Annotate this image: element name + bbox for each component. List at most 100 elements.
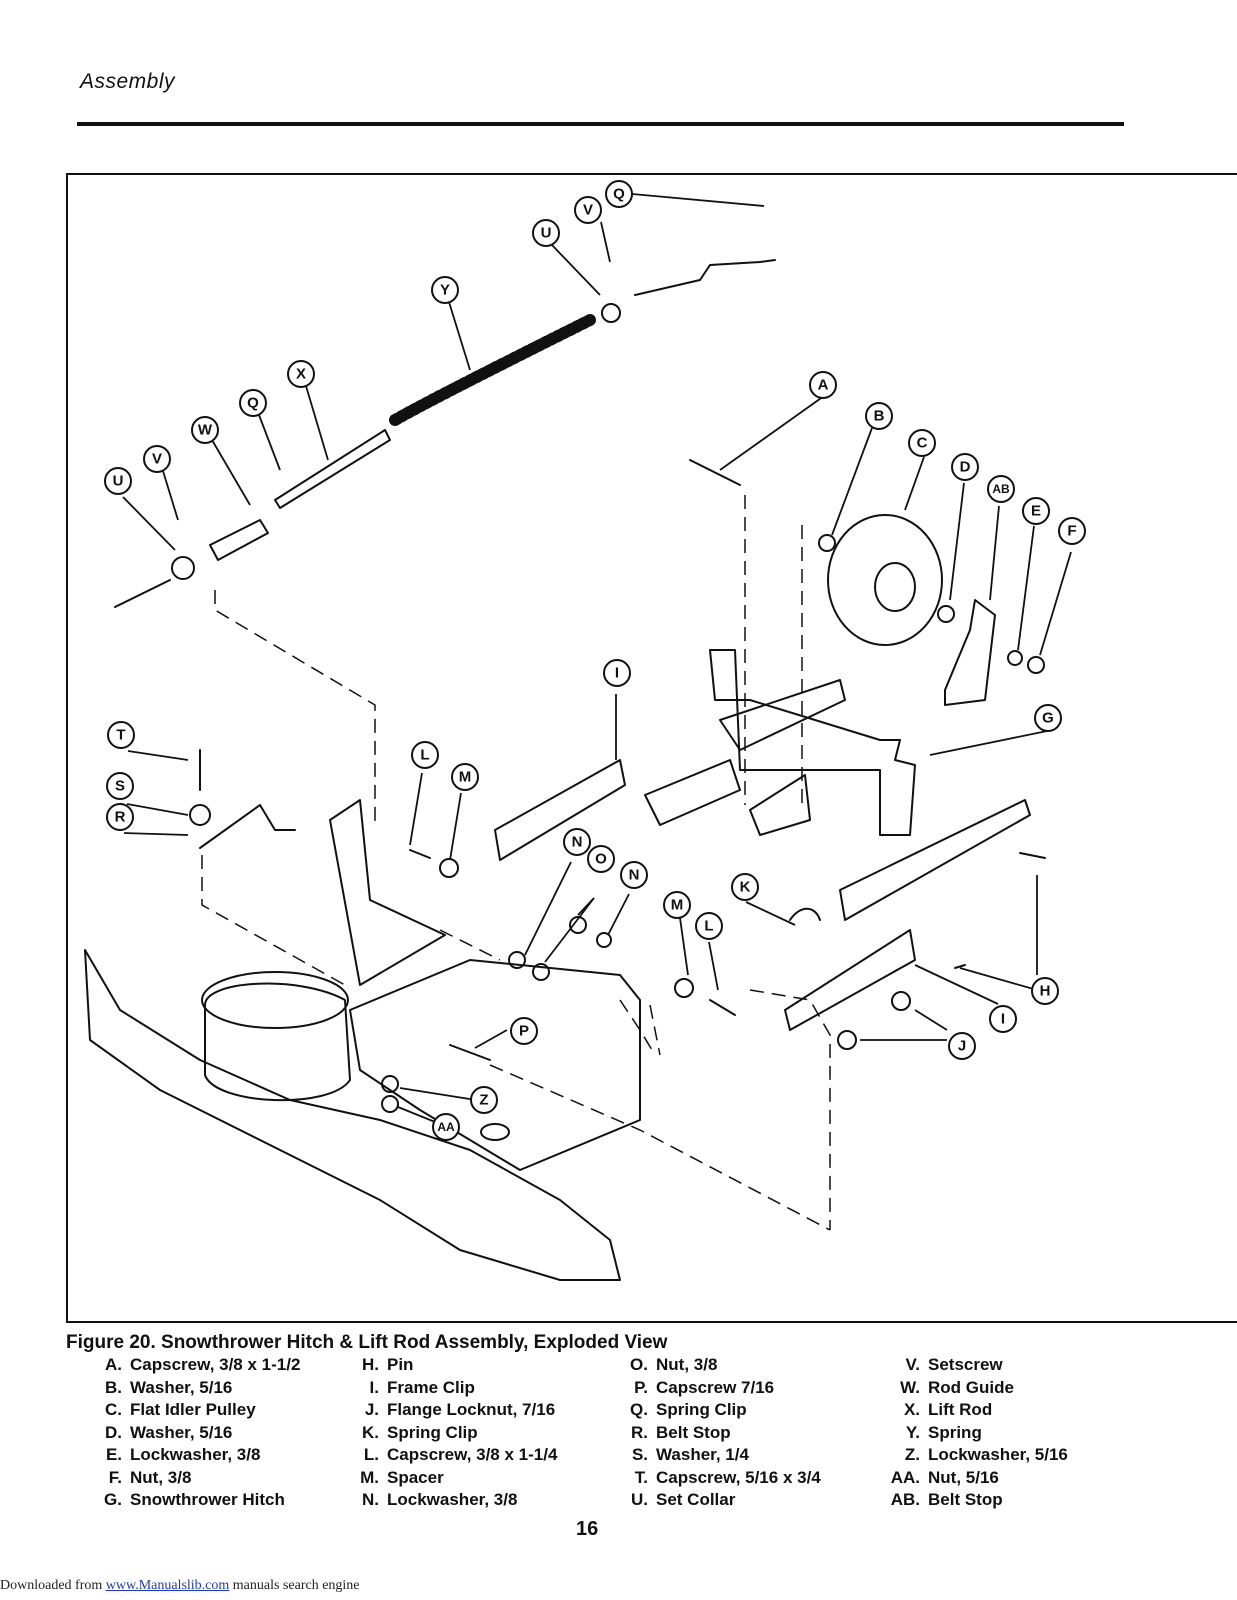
- hitch-upper-plate: [719, 679, 846, 751]
- legend-item: G.Snowthrower Hitch: [104, 1490, 285, 1509]
- hitch-frame: [709, 649, 916, 836]
- svg-text:I: I: [1001, 1011, 1005, 1028]
- chute-opening: [201, 971, 349, 1029]
- legend-col-1: A.Capscrew, 3/8 x 1-1/2 B.Washer, 5/16 C…: [88, 1354, 300, 1512]
- callout-v-left: V: [143, 445, 171, 473]
- download-footer: Downloaded from www.Manualslib.com manua…: [0, 1578, 360, 1594]
- callout-l-right: L: [695, 912, 723, 940]
- spring: [389, 314, 596, 426]
- svg-text:M: M: [671, 897, 684, 914]
- deck-housing: [84, 949, 621, 1281]
- svg-text:AA: AA: [437, 1120, 455, 1134]
- idler-pulley: [827, 514, 943, 646]
- callout-z: Z: [470, 1086, 498, 1114]
- svg-text:V: V: [152, 451, 162, 468]
- svg-text:G: G: [1042, 710, 1054, 727]
- svg-text:T: T: [116, 727, 125, 744]
- callout-o: O: [587, 845, 615, 873]
- callout-r: R: [106, 803, 134, 831]
- svg-text:D: D: [960, 459, 971, 476]
- legend-item: A.Capscrew, 3/8 x 1-1/2: [105, 1355, 301, 1374]
- callout-t: T: [107, 721, 135, 749]
- legend-item: X.Lift Rod: [903, 1400, 993, 1419]
- pulley-hub: [874, 562, 916, 612]
- legend-item: J.Flange Locknut, 7/16: [364, 1400, 556, 1419]
- discharge-chute: [204, 982, 351, 1102]
- svg-text:S: S: [115, 778, 125, 795]
- legend-item: U.Set Collar: [631, 1490, 736, 1509]
- callout-aa: AA: [432, 1113, 460, 1141]
- svg-text:B: B: [874, 408, 885, 425]
- legend-item: W.Rod Guide: [900, 1377, 1014, 1397]
- legend-item: O.Nut, 3/8: [630, 1355, 718, 1374]
- section-title: Assembly: [80, 70, 176, 93]
- svg-text:U: U: [113, 473, 124, 490]
- callout-u-top: U: [532, 219, 560, 247]
- legend-item: F.Nut, 3/8: [108, 1467, 192, 1487]
- callout-i-top: I: [603, 659, 631, 687]
- exploded-view-diagram: Q V U Y X Q W V U A B C D AB E F G I T S…: [84, 180, 1086, 1281]
- callout-l-left: L: [411, 741, 439, 769]
- svg-text:N: N: [629, 867, 640, 884]
- legend-item: C.Flat Idler Pulley: [105, 1400, 256, 1419]
- frame-slot: [480, 1123, 510, 1141]
- svg-text:Q: Q: [247, 395, 259, 412]
- footer-prefix: Downloaded from: [0, 1578, 106, 1593]
- legend-item: AB.Belt Stop: [890, 1490, 1003, 1509]
- svg-text:Z: Z: [479, 1092, 488, 1109]
- legend-item: L.Capscrew, 3/8 x 1-1/4: [363, 1445, 558, 1464]
- svg-text:L: L: [704, 918, 713, 935]
- svg-text:O: O: [595, 851, 607, 868]
- legend-item: P.Capscrew 7/16: [634, 1377, 775, 1397]
- callout-s: S: [106, 772, 134, 800]
- svg-text:P: P: [519, 1023, 529, 1040]
- callout-q-left: Q: [239, 389, 267, 417]
- callout-k: K: [731, 873, 759, 901]
- legend-col-3: O.Nut, 3/8 P.Capscrew 7/16 Q.Spring Clip…: [614, 1354, 821, 1512]
- callout-b: B: [865, 402, 893, 430]
- legend-item: T.Capscrew, 5/16 x 3/4: [634, 1467, 821, 1487]
- legend-item: E.Lockwasher, 3/8: [105, 1445, 261, 1464]
- spring-clip-k: [789, 907, 821, 921]
- set-collar-upper: [601, 303, 621, 323]
- figure-caption: Figure 20. Snowthrower Hitch & Lift Rod …: [66, 1332, 668, 1353]
- callout-i-bottom: I: [989, 1005, 1017, 1033]
- svg-text:Q: Q: [613, 186, 625, 203]
- callout-n-left: N: [563, 828, 591, 856]
- callout-v-top: V: [574, 196, 602, 224]
- callout-m-left: M: [451, 763, 479, 791]
- svg-text:R: R: [115, 809, 126, 826]
- callout-d: D: [951, 453, 979, 481]
- lift-rod: [274, 429, 391, 509]
- page-number: 16: [576, 1518, 599, 1540]
- callout-a: A: [809, 371, 837, 399]
- svg-text:V: V: [583, 202, 593, 219]
- svg-text:F: F: [1067, 523, 1076, 540]
- manualslib-link[interactable]: www.Manualslib.com: [105, 1578, 230, 1593]
- svg-text:A: A: [818, 377, 829, 394]
- svg-text:I: I: [615, 665, 619, 682]
- legend-item: M.Spacer: [360, 1467, 444, 1487]
- svg-text:L: L: [420, 747, 429, 764]
- callout-g: G: [1034, 704, 1062, 732]
- svg-text:AB: AB: [992, 482, 1010, 496]
- svg-text:W: W: [198, 422, 213, 439]
- legend-item: Q.Spring Clip: [630, 1400, 747, 1419]
- svg-text:H: H: [1040, 983, 1051, 1000]
- set-collar-lower: [171, 556, 195, 580]
- hitch-left-arm: [644, 759, 741, 826]
- legend-col-4: V.Setscrew W.Rod Guide X.Lift Rod Y.Spri…: [886, 1354, 1068, 1512]
- svg-text:M: M: [459, 769, 472, 786]
- top-rod: [634, 259, 776, 296]
- rod-guide: [209, 519, 269, 561]
- legend-item: I.Frame Clip: [369, 1377, 475, 1397]
- legend-col-2: H.Pin I.Frame Clip J.Flange Locknut, 7/1…: [345, 1354, 557, 1512]
- legend-item: H.Pin: [362, 1355, 414, 1374]
- hitch-center-arm: [749, 774, 811, 836]
- svg-text:C: C: [917, 435, 928, 452]
- callout-q-top: Q: [605, 180, 633, 208]
- figure-frame: [66, 173, 1237, 1323]
- legend-item: D.Washer, 5/16: [105, 1422, 233, 1442]
- svg-text:J: J: [958, 1038, 966, 1055]
- legend-item: AA.Nut, 5/16: [890, 1467, 999, 1487]
